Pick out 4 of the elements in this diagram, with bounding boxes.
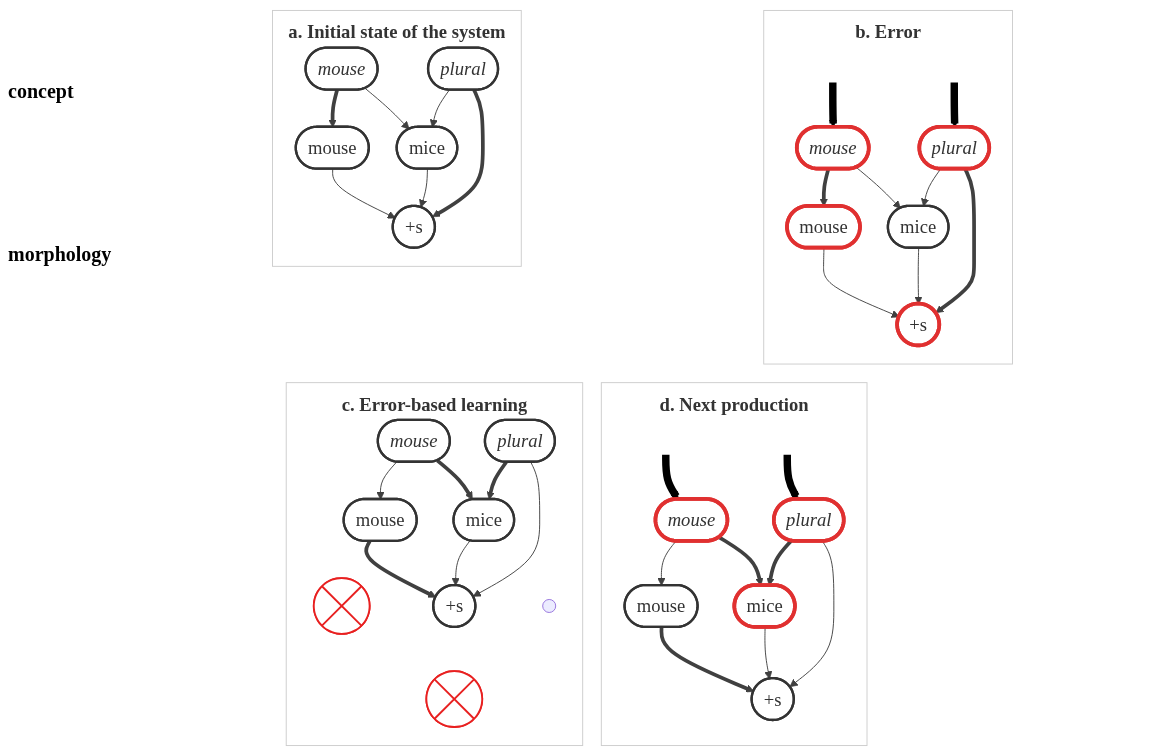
arrow: [436, 458, 473, 500]
node-check: [542, 598, 557, 613]
row-label: concept: [8, 80, 75, 103]
row-label: morphology: [8, 243, 113, 266]
